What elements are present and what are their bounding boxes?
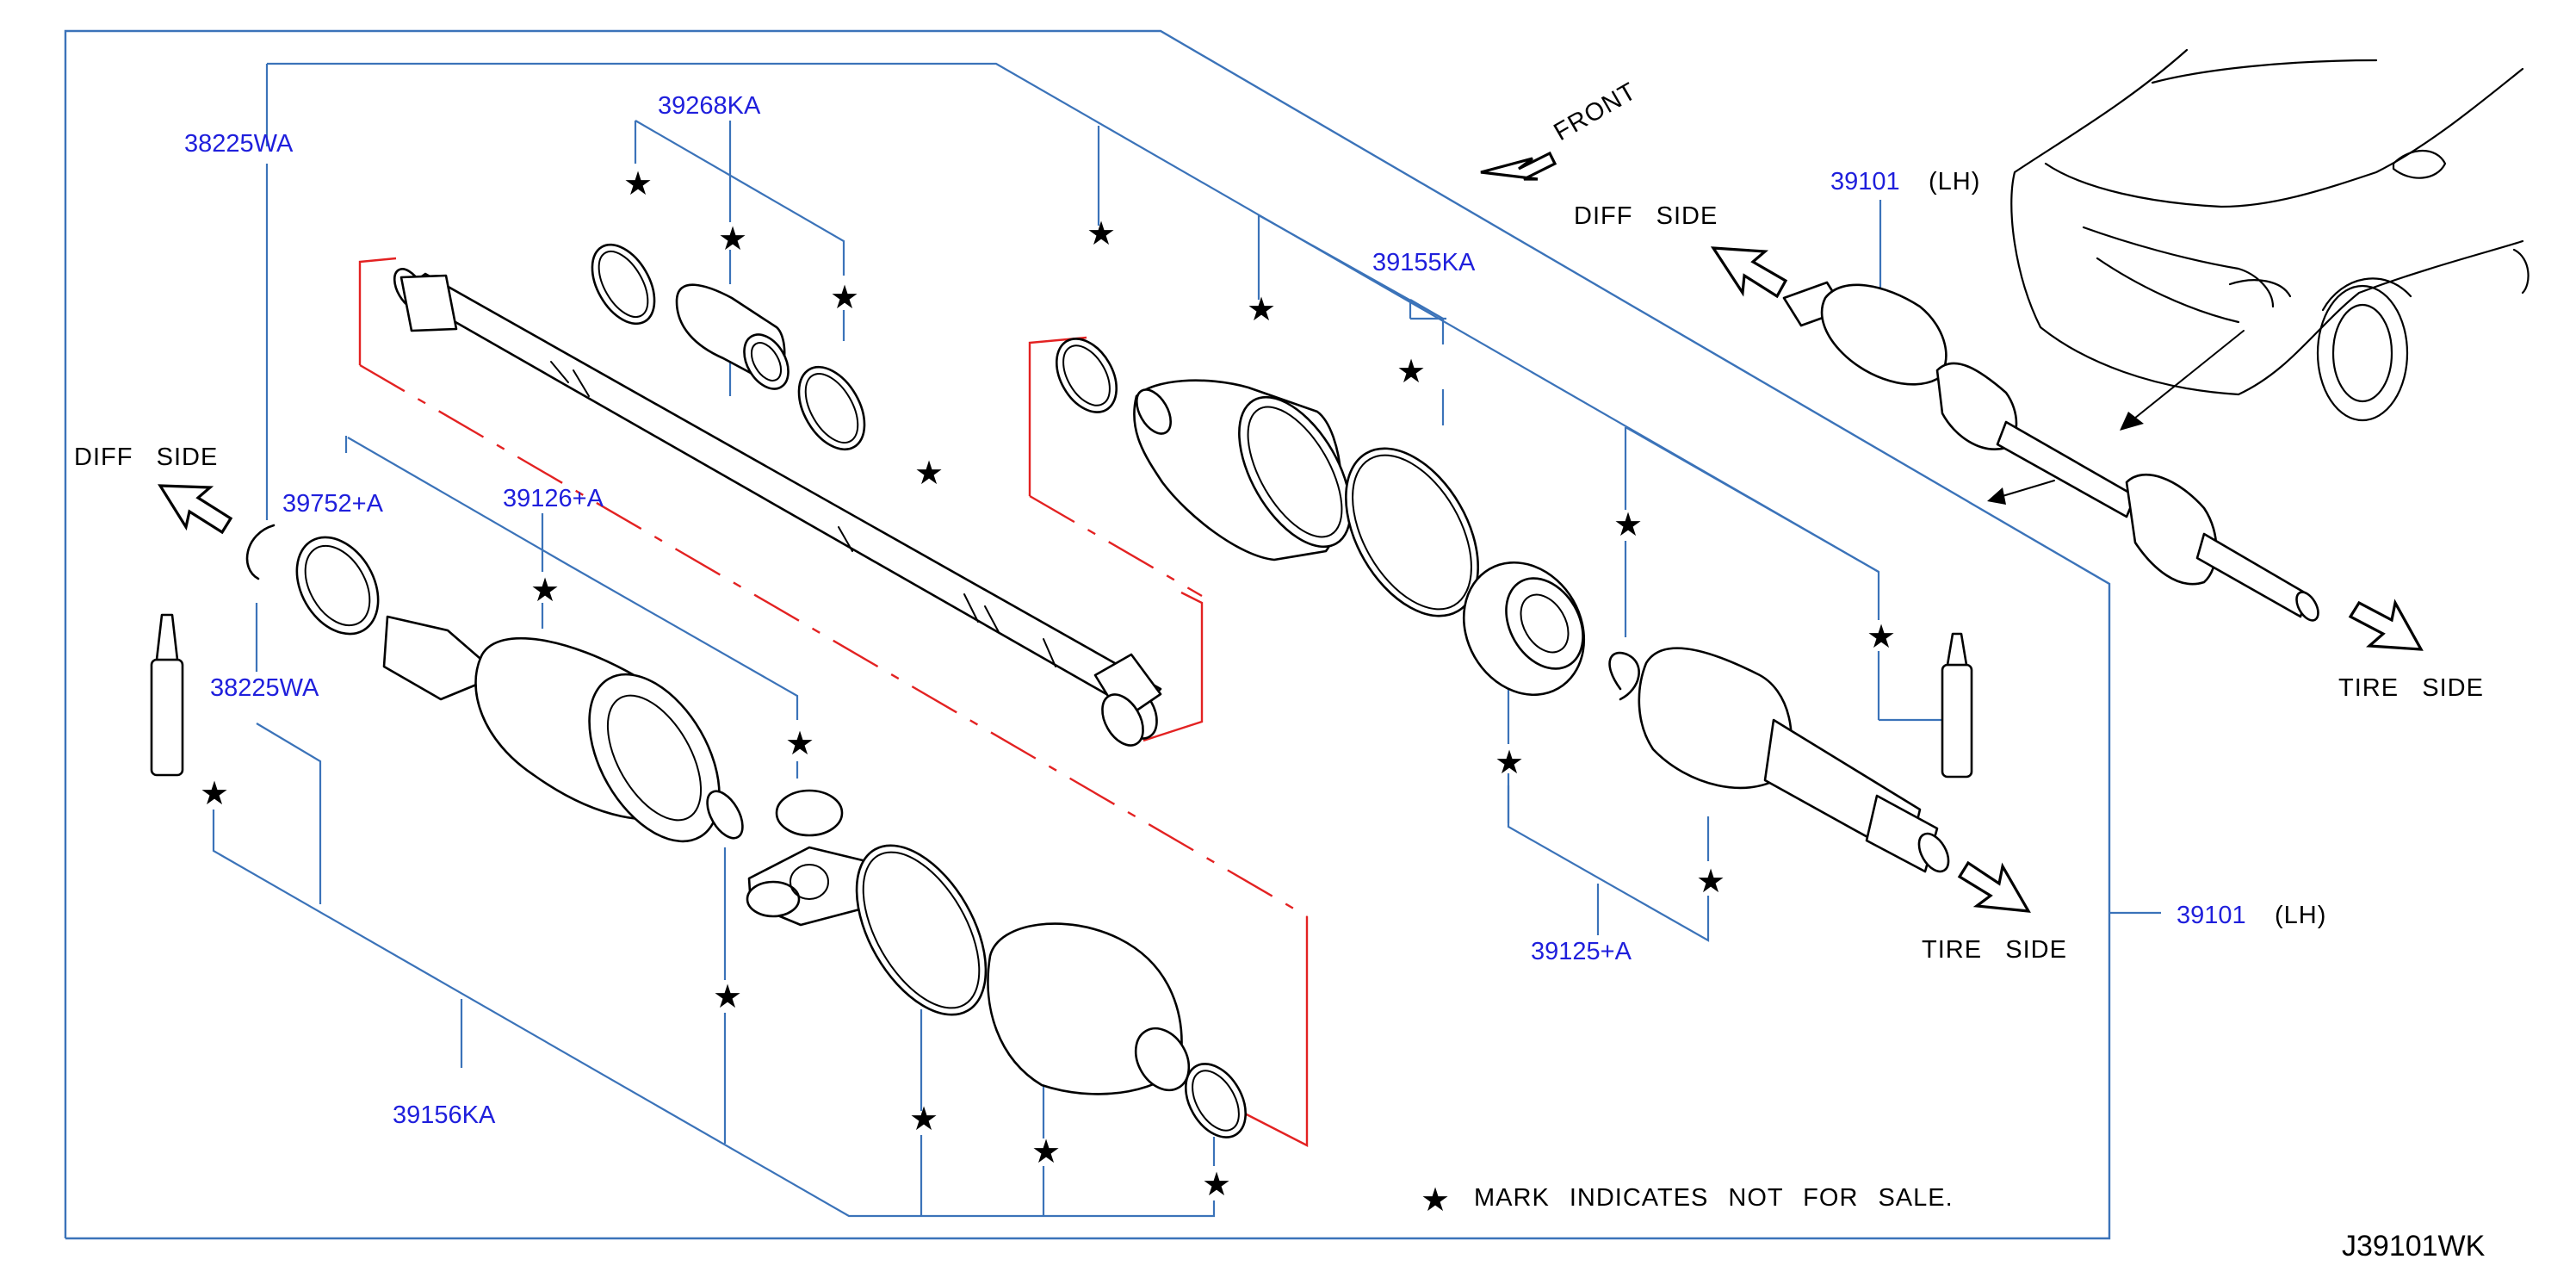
tire-side-label-car: TIRE SIDE: [2338, 674, 2484, 702]
outer-joint: [1638, 647, 1950, 873]
boot-band-small-1: [591, 243, 656, 326]
star-mark: ★: [718, 220, 747, 257]
part-number-39156ka[interactable]: 39156KA: [393, 1101, 496, 1129]
part-number-38225wa-bottom[interactable]: 38225WA: [210, 674, 319, 702]
star-mark: ★: [1696, 862, 1725, 900]
star-mark: ★: [1495, 743, 1524, 781]
diff-side-label-left: DIFF SIDE: [74, 444, 218, 471]
not-for-sale-stars: ★ ★ ★ ★ ★ ★ ★ ★ ★ ★ ★ ★ ★ ★ ★ ★ ★ ★: [200, 164, 1896, 1203]
star-mark: ★: [200, 774, 229, 812]
grease-tube-left: [150, 613, 184, 777]
tire-side-label-center: TIRE SIDE: [1922, 936, 2067, 964]
star-mark: ★: [1087, 214, 1116, 252]
legend: ★ MARK INDICATES NOT FOR SALE.: [1421, 1181, 1954, 1219]
spider-assembly: [746, 789, 868, 927]
tire-side-arrow-center-icon: [1957, 860, 2031, 913]
circlip-outer: [1608, 651, 1640, 701]
inboard-boot: [987, 922, 1191, 1095]
part-number-39125a[interactable]: 39125+A: [1531, 938, 1632, 965]
boot-band-outer-small: [1056, 338, 1118, 413]
ball-cage: [1462, 561, 1586, 697]
tire-side-arrow-car-icon: [2348, 599, 2424, 651]
star-mark: ★: [1613, 506, 1643, 543]
diff-side-arrow-left-icon: [158, 484, 233, 535]
outer-boot: [1133, 379, 1352, 561]
boot-band-inboard-small: [1185, 1063, 1247, 1138]
star-mark: ★: [909, 1100, 938, 1138]
inboard-section-lines: [358, 257, 1309, 1147]
star-mark: ★: [1867, 617, 1896, 655]
assembly-boundary-line: [267, 62, 1879, 573]
part-number-39101-main-side: (LH): [2275, 902, 2326, 929]
inboard-joint-housing: [382, 615, 721, 843]
dust-seal-ring: [295, 536, 380, 636]
diff-side-label-car: DIFF SIDE: [1574, 202, 1718, 230]
star-mark: ★: [785, 724, 814, 762]
part-number-39101-car-side: (LH): [1929, 168, 1980, 195]
legend-note: MARK INDICATES NOT FOR SALE.: [1474, 1184, 1954, 1212]
inset-drive-shaft: [1782, 281, 2319, 622]
part-number-39155ka[interactable]: 39155KA: [1372, 249, 1476, 276]
inner-boot-small: [675, 283, 790, 390]
part-number-39268ka[interactable]: 39268KA: [658, 92, 761, 120]
grease-tube-right: [1941, 632, 1973, 779]
star-mark: ★: [1031, 1132, 1061, 1170]
star-mark: ★: [830, 278, 859, 316]
boot-band-inboard-large: [855, 844, 988, 1016]
front-arrow-icon: [1480, 151, 1557, 181]
part-number-39101-main[interactable]: 39101: [2177, 902, 2246, 929]
snap-ring: [706, 790, 744, 840]
location-arrow: [1987, 330, 2245, 505]
part-number-39126a[interactable]: 39126+A: [503, 485, 604, 512]
star-mark: ★: [1396, 352, 1426, 390]
drawing-reference: J39101WK: [2342, 1230, 2486, 1262]
star-mark: ★: [623, 164, 653, 202]
boot-band-outer-large: [1345, 447, 1479, 617]
star-mark: ★: [914, 454, 944, 492]
star-mark: ★: [530, 571, 560, 609]
star-mark: ★: [713, 977, 742, 1015]
star-mark: ★: [1247, 290, 1276, 328]
diff-side-arrow-car-icon: [1710, 246, 1788, 299]
part-number-38225wa-top[interactable]: 38225WA: [184, 130, 294, 158]
boot-band-small-2: [797, 365, 866, 451]
legend-star-icon: ★: [1421, 1181, 1450, 1219]
part-number-39752a[interactable]: 39752+A: [282, 490, 384, 518]
star-mark: ★: [1202, 1165, 1231, 1203]
circlip-inboard: [245, 524, 276, 580]
vehicle-outline: [2010, 48, 2530, 422]
outboard-section-lines: [1028, 336, 1203, 598]
diagram-frame: [64, 29, 2111, 1240]
part-number-39101-car[interactable]: 39101: [1830, 168, 1900, 195]
leader-lines: [212, 64, 2161, 1218]
drive-shaft-bar: [393, 268, 1162, 747]
front-label: FRONT: [1550, 78, 1642, 146]
